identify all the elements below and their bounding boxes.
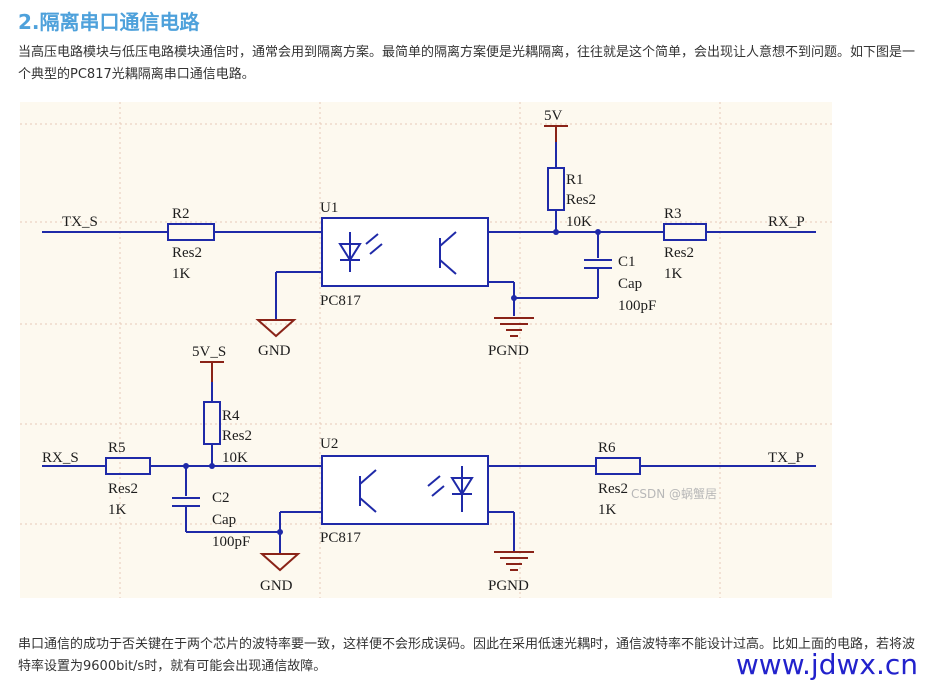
resistor-r3	[663, 223, 707, 241]
resistor-r4	[203, 401, 221, 445]
c2-type: Cap	[212, 512, 236, 528]
r2-value: 1K	[172, 266, 191, 282]
resistor-r1	[547, 167, 565, 211]
schematic-svg: TX_S R2 Res2 1K U1 PC817 GND PGND 5V R1 …	[20, 102, 832, 598]
r1-ref: R1	[566, 172, 584, 188]
r3-value: 1K	[664, 266, 683, 282]
r4-ref: R4	[222, 408, 240, 424]
explanation-paragraph: 串口通信的成功于否关键在于两个芯片的波特率要一致，这样便不会形成误码。因此在采用…	[18, 637, 916, 674]
supply-5v-s: 5V_S	[192, 344, 226, 360]
pgnd-label-bottom: PGND	[488, 578, 529, 594]
optocoupler-u1	[321, 217, 489, 287]
r1-type: Res2	[566, 192, 596, 208]
r6-value: 1K	[598, 502, 617, 518]
gnd-label-top: GND	[258, 343, 291, 359]
gnd-label-bottom: GND	[260, 578, 293, 594]
c2-ref: C2	[212, 490, 230, 506]
u2-part: PC817	[320, 530, 361, 546]
net-label-tx-s: TX_S	[62, 214, 98, 230]
u2-ref: U2	[320, 436, 338, 452]
supply-5v: 5V	[544, 108, 563, 124]
r2-type: Res2	[172, 245, 202, 261]
pgnd-label-top: PGND	[488, 343, 529, 359]
circuit-figure: TX_S R2 Res2 1K U1 PC817 GND PGND 5V R1 …	[20, 102, 832, 598]
u1-part: PC817	[320, 293, 361, 309]
site-watermark: www.jdwx.cn	[735, 648, 918, 681]
resistor-r5	[105, 457, 151, 475]
c1-value: 100pF	[618, 298, 656, 314]
r6-type: Res2	[598, 481, 628, 497]
resistor-r6	[595, 457, 641, 475]
r5-value: 1K	[108, 502, 127, 518]
net-label-rx-p: RX_P	[768, 214, 805, 230]
resistor-r2	[167, 223, 215, 241]
r1-value: 10K	[566, 214, 592, 230]
c1-ref: C1	[618, 254, 636, 270]
c2-value: 100pF	[212, 534, 250, 550]
r4-type: Res2	[222, 428, 252, 444]
intro-paragraph: 当高压电路模块与低压电路模块通信时，通常会用到隔离方案。最简单的隔离方案便是光耦…	[18, 45, 916, 82]
r4-value: 10K	[222, 450, 248, 466]
c1-type: Cap	[618, 276, 642, 292]
r5-type: Res2	[108, 481, 138, 497]
r2-ref: R2	[172, 206, 190, 222]
csdn-watermark: CSDN @蜗蟹居	[630, 487, 717, 501]
u1-ref: U1	[320, 200, 338, 216]
r6-ref: R6	[598, 440, 616, 456]
net-label-rx-s: RX_S	[42, 450, 79, 466]
r3-ref: R3	[664, 206, 682, 222]
r5-ref: R5	[108, 440, 126, 456]
optocoupler-u2	[321, 455, 489, 525]
section-heading: 2.隔离串口通信电路	[18, 10, 200, 34]
net-label-tx-p: TX_P	[768, 450, 804, 466]
r3-type: Res2	[664, 245, 694, 261]
